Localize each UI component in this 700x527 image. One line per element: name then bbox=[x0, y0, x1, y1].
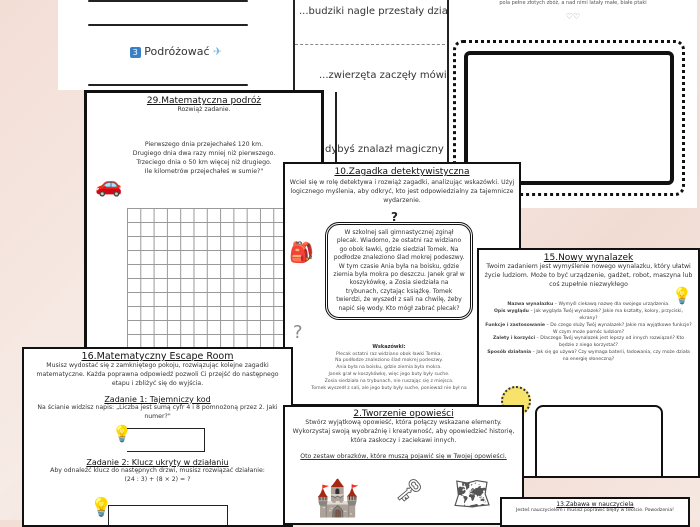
answer-box-1[interactable] bbox=[127, 427, 205, 452]
backpack-icon: 🎒 bbox=[289, 240, 314, 264]
invention-item: Opis wyglądu – Jak wygląda Twój wynalaze… bbox=[485, 309, 692, 323]
key-icon: 🗝 bbox=[395, 479, 423, 504]
hearts-icon: ♡♡ bbox=[565, 11, 581, 21]
map-icon: 🗺 bbox=[453, 477, 492, 512]
item-label: Nazwa wynalazku bbox=[507, 301, 554, 307]
worksheet-15: 15.Nowy wynalazek Twoim zadaniem jest wy… bbox=[477, 248, 700, 478]
number-badge: 3 bbox=[129, 47, 141, 58]
airplane-icon: ✈ bbox=[213, 45, 223, 58]
scalloped-frame bbox=[453, 40, 685, 196]
lightbulb-icon: 💡 bbox=[112, 423, 132, 443]
answer-box[interactable] bbox=[535, 405, 663, 476]
car-icon: 🚗 bbox=[95, 173, 123, 198]
lightbulb-icon: 💡 bbox=[90, 497, 113, 518]
item-text: – Dlaczego Twój wynalazek jest lepszy od… bbox=[535, 336, 685, 349]
item-text: – Jak się go używa? Czy wymaga baterii, … bbox=[531, 350, 690, 363]
item-label: Sposób działania bbox=[487, 350, 532, 356]
worksheet-16: 16.Matematyczny Escape Room Musisz wydos… bbox=[22, 347, 293, 527]
question-icon: ? bbox=[293, 322, 303, 343]
item-label: Zalety i korzyści bbox=[492, 336, 536, 342]
worksheet-13: 13.Zabawa w nauczyciela Jesteś nauczycie… bbox=[500, 497, 690, 527]
story-frame: W szkolnej sali gimnastycznej zginął ple… bbox=[325, 222, 473, 320]
item-text: – Do czego służy Twój wynalazek? Jakie m… bbox=[545, 322, 692, 335]
item-text: – Wymyśl ciekawą nazwę dla swojego urząd… bbox=[553, 301, 670, 307]
answer-box-2[interactable] bbox=[108, 505, 228, 525]
worksheet-page-a: 3 Podróżować ✈ bbox=[58, 0, 294, 90]
castle-icon: 🏰 bbox=[315, 478, 360, 519]
question-marks-icon: ? bbox=[391, 210, 398, 224]
lightbulb-icon: 💡 bbox=[672, 286, 692, 305]
option-travel: 3 Podróżować ✈ bbox=[58, 45, 294, 58]
invention-item: Sposób działania – Jak się go używa? Czy… bbox=[485, 350, 692, 364]
worksheet-29: 29.Matematyczna podróż Rozwiąż zadanie. … bbox=[84, 90, 324, 372]
item-label: Funkcje i zastosowanie bbox=[485, 322, 546, 328]
answer-grid[interactable] bbox=[127, 208, 287, 348]
invention-item: Nazwa wynalazku – Wymyśl ciekawą nazwę d… bbox=[485, 302, 692, 309]
item-label: Opis wyglądu bbox=[494, 308, 529, 314]
invention-item: Zalety i korzyści – Dlaczego Twój wynala… bbox=[485, 336, 692, 350]
invention-item: Funkcje i zastosowanie – Do czego służy … bbox=[485, 323, 692, 337]
item-text: – Jak wygląda Twój wynalazek? Jakie ma k… bbox=[528, 308, 683, 321]
worksheet-2: 2.Tworzenie opowieści Stwórz wyjątkową o… bbox=[283, 405, 524, 525]
